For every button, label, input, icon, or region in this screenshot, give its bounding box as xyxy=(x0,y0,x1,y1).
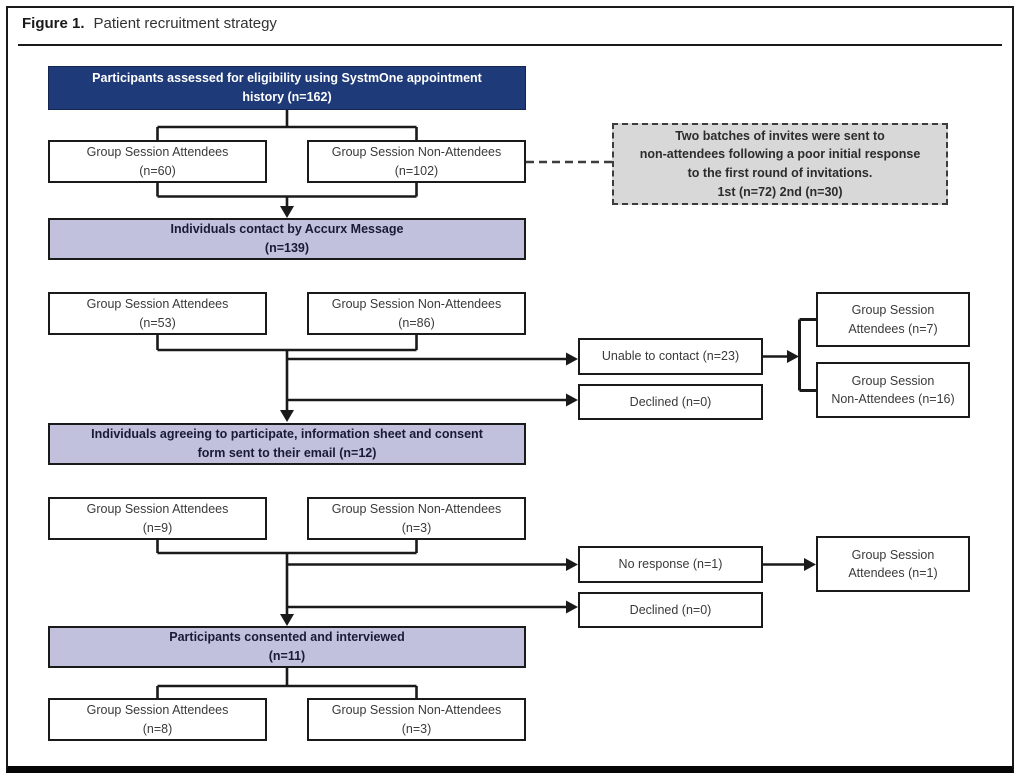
node-no-response: No response (n=1) xyxy=(578,546,763,583)
arrow-to-declined1 xyxy=(566,393,578,407)
node-row1-attendees: Group Session Attendees (n=60) xyxy=(48,140,267,183)
node-row3-attendees: Group Session Attendees (n=9) xyxy=(48,497,267,540)
bracket-line xyxy=(798,318,816,392)
node-declined-2: Declined (n=0) xyxy=(578,592,763,628)
arrow-to-agreeing xyxy=(280,410,294,422)
figure-title: Patient recruitment strategy xyxy=(93,15,277,32)
node-declined-1: Declined (n=0) xyxy=(578,384,763,420)
node-row4-attendees: Group Session Attendees (n=8) xyxy=(48,698,267,741)
node-row3-non-attendees: Group Session Non-Attendees (n=3) xyxy=(307,497,526,540)
arrow-to-consented xyxy=(280,614,294,626)
split-eligibility-line xyxy=(156,110,418,140)
arrow-to-noresponse xyxy=(566,558,578,571)
node-row2-attendees: Group Session Attendees (n=53) xyxy=(48,292,267,335)
node-unable-attendees: Group Session Attendees (n=7) xyxy=(816,292,970,347)
arrow-to-nr-attendees xyxy=(804,558,816,571)
merge-row2-line xyxy=(156,335,418,414)
caption-divider xyxy=(18,44,1002,46)
node-unable-non-attendees: Group Session Non-Attendees (n=16) xyxy=(816,362,970,418)
merge-row3-line xyxy=(156,540,418,618)
note-invite-batches: Two batches of invites were sent to non-… xyxy=(612,123,948,205)
arrow-to-declined2 xyxy=(566,600,578,614)
node-consented: Participants consented and interviewed (… xyxy=(48,626,526,668)
split-consented-line xyxy=(156,668,418,698)
node-agreeing: Individuals agreeing to participate, inf… xyxy=(48,423,526,465)
merge-row1-line xyxy=(156,183,418,209)
node-row1-non-attendees: Group Session Non-Attendees (n=102) xyxy=(307,140,526,183)
node-row4-non-attendees: Group Session Non-Attendees (n=3) xyxy=(307,698,526,741)
figure-caption: Figure 1. Patient recruitment strategy xyxy=(22,15,277,32)
figure-label: Figure 1. xyxy=(22,15,85,32)
node-eligibility: Participants assessed for eligibility us… xyxy=(48,66,526,110)
node-no-response-attendees: Group Session Attendees (n=1) xyxy=(816,536,970,592)
node-unable-to-contact: Unable to contact (n=23) xyxy=(578,338,763,375)
arrow-to-unable xyxy=(566,352,578,366)
arrow-to-bracket xyxy=(787,350,799,363)
node-accurx: Individuals contact by Accurx Message (n… xyxy=(48,218,526,260)
node-row2-non-attendees: Group Session Non-Attendees (n=86) xyxy=(307,292,526,335)
arrow-to-accurx xyxy=(280,206,294,218)
